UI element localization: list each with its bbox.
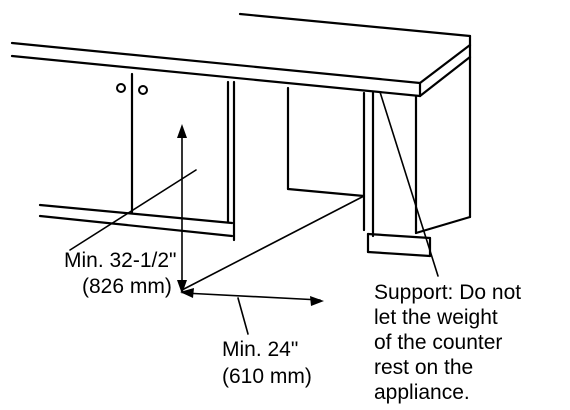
right-cabinet-support <box>362 55 472 258</box>
support-label-line5: appliance. <box>374 381 470 404</box>
support-label-line1: Support: Do not <box>374 281 521 304</box>
height-dimension <box>69 124 197 294</box>
cabinet-knob-left <box>116 83 126 93</box>
height-label-line2: (826 mm) <box>82 275 172 298</box>
height-label-line1: Min. 32-1/2" <box>64 249 177 272</box>
cabinet-opening <box>286 86 366 198</box>
width-label-line1: Min. 24" <box>222 338 298 361</box>
support-label-line4: rest on the <box>374 356 473 379</box>
width-dimension <box>180 195 365 335</box>
countertop <box>10 12 472 98</box>
cabinet-knob-right <box>138 85 148 95</box>
support-label-line3: of the counter <box>374 331 502 354</box>
width-label-line2: (610 mm) <box>222 365 312 388</box>
support-leader <box>379 91 439 277</box>
support-label-line2: let the weight <box>374 306 498 329</box>
left-cabinet <box>38 72 236 242</box>
